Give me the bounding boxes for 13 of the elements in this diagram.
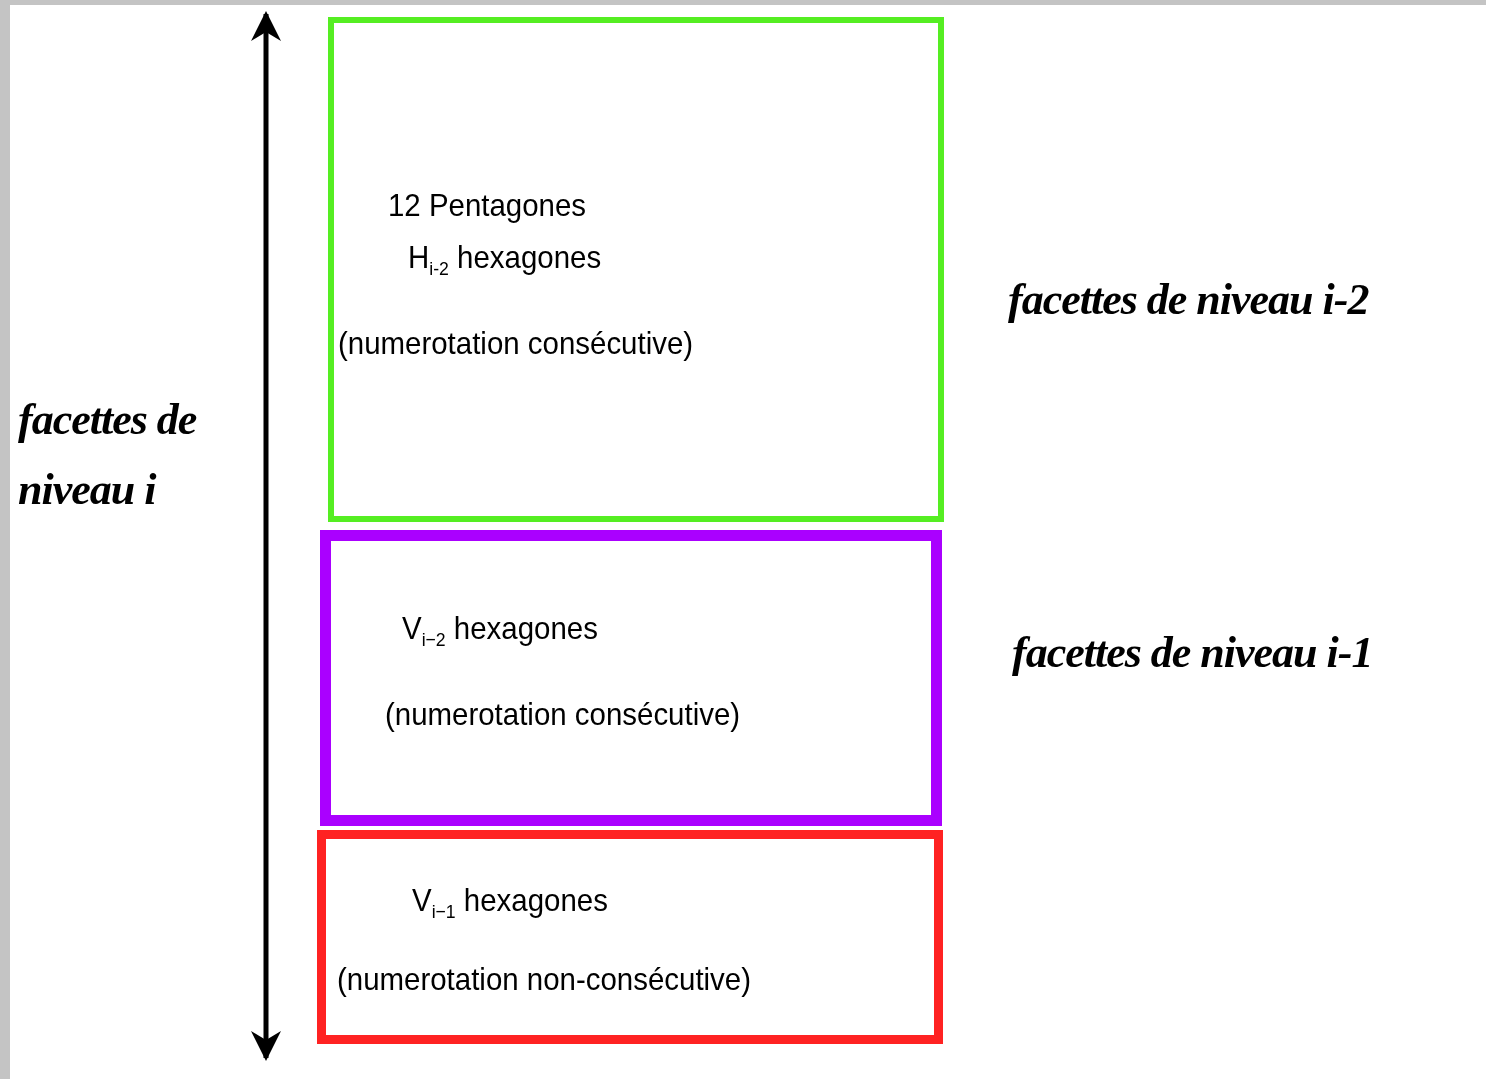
box-text: (numerotation non-consécutive): [337, 961, 751, 998]
rectangle-box: [317, 830, 943, 1044]
box-text: H$_{i-2}$ hexagones: [408, 239, 602, 281]
rectangle-box: [320, 530, 942, 826]
box-text: V$_{i−2}$ hexagones: [402, 610, 598, 652]
box-text: 12 Pentagones: [388, 187, 587, 224]
level-label: facettes de niveau i: [18, 394, 198, 516]
box-text: (numerotation consécutive): [338, 325, 694, 362]
level-label: facettes de niveau i-1: [1012, 627, 1374, 679]
box-text: (numerotation consécutive): [385, 696, 741, 733]
rectangle-box: [328, 17, 944, 522]
level-label: facettes de niveau i-2: [1008, 274, 1370, 326]
box-text: V$_{i−1}$ hexagones: [412, 882, 608, 924]
